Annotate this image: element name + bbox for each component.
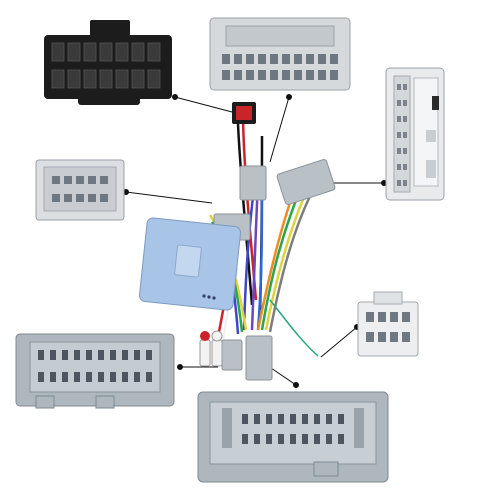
tall-white-connector: [385, 67, 445, 201]
small-center-connectors: [199, 102, 336, 381]
can-bus-module: [138, 217, 242, 311]
white-8-pin-connector: [357, 291, 419, 357]
slate-bottom-connector: [197, 391, 389, 483]
black-16-pin-connector: [44, 20, 172, 105]
slate-24-pin-connector: [15, 333, 175, 409]
grey-20-pin-connector: [209, 17, 351, 91]
grey-12-pin-connector: [35, 159, 125, 221]
